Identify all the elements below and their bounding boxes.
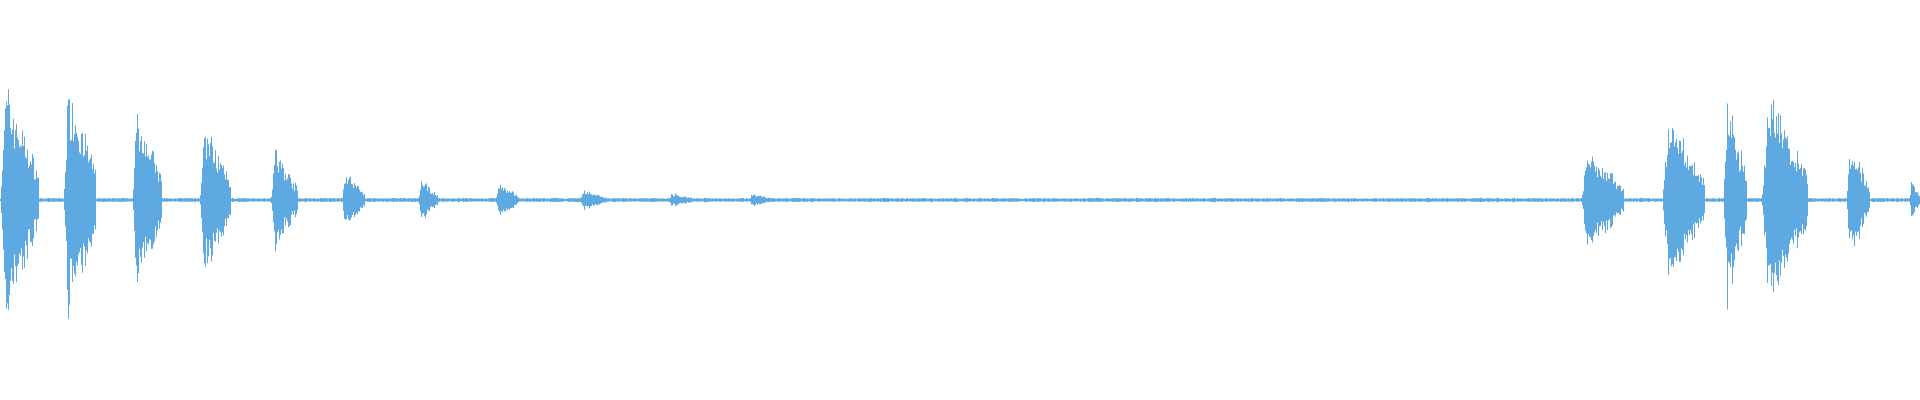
waveform-trace <box>0 89 1920 319</box>
